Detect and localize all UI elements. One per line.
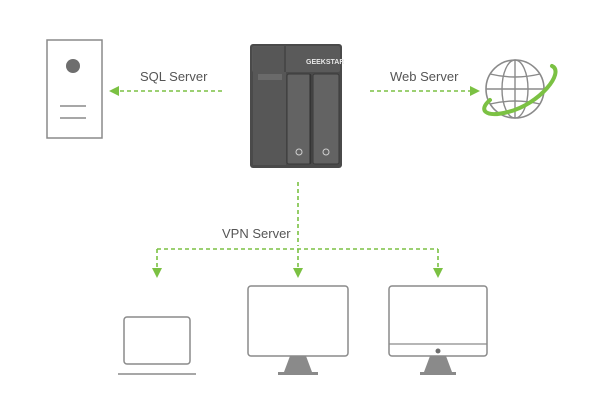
monitor-icon (247, 285, 349, 375)
imac-icon (388, 285, 488, 375)
laptop-icon (118, 316, 196, 375)
nas-device-icon (250, 44, 342, 168)
vpn-arrow-monitor (293, 249, 303, 278)
vpn-server-label: VPN Server (222, 226, 291, 241)
web-server-arrow (370, 86, 480, 96)
sql-server-arrow (109, 86, 222, 96)
vpn-arrow-desktop (433, 249, 443, 278)
server-tower-icon (46, 39, 103, 139)
sql-server-label: SQL Server (140, 69, 208, 84)
nas-brand-label: GEEKSTAR (306, 59, 344, 66)
vpn-arrow-laptop (152, 249, 162, 278)
web-server-label: Web Server (390, 69, 459, 84)
globe-icon (482, 59, 558, 119)
